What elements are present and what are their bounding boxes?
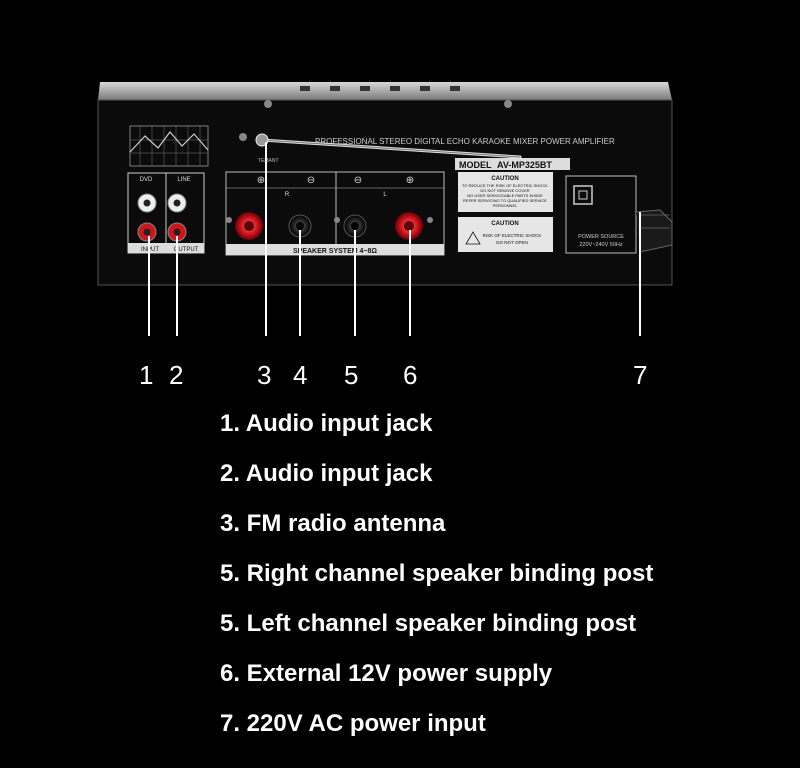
svg-text:REFER SERVICING TO QUALIFIED S: REFER SERVICING TO QUALIFIED SERVICE: [463, 198, 547, 203]
caution-title-2: CAUTION: [491, 221, 518, 227]
svg-text:⊕: ⊕: [257, 175, 265, 186]
callout-2: 2: [169, 360, 184, 390]
callout-6: 6: [403, 360, 418, 390]
output-label: OUTPUT: [174, 247, 199, 253]
caution-title-1: CAUTION: [491, 176, 518, 182]
callout-3: 3: [257, 360, 272, 390]
caution-label-1: CAUTION TO REDUCE THE RISK OF ELECTRIC S…: [458, 172, 553, 212]
vent-slot: [360, 86, 370, 91]
panel-header-text: PROFESSIONAL STEREO DIGITAL ECHO KARAOKE…: [315, 137, 615, 146]
binding-post-left-positive[interactable]: [395, 212, 433, 240]
binding-post-left-negative[interactable]: [334, 214, 367, 238]
svg-text:RISK OF ELECTRIC SHOCK: RISK OF ELECTRIC SHOCK: [483, 233, 542, 238]
callout-1: 1: [139, 360, 154, 390]
power-socket-icon[interactable]: [573, 185, 593, 205]
power-source-label: POWER SOURCE: [578, 234, 624, 240]
vent-slot: [420, 86, 430, 91]
callout-7: 7: [633, 360, 648, 390]
left-channel-label: L: [383, 192, 387, 198]
legend-item: 2. Audio input jack: [220, 460, 433, 487]
svg-text:⊖: ⊖: [307, 175, 315, 186]
speaker-system-label: SPEAKER SYSTEM 4~8Ω: [293, 248, 377, 255]
svg-text:⊖: ⊖: [354, 175, 362, 186]
right-channel-label: R: [285, 192, 290, 198]
legend-item: 7. 220V AC power input: [220, 710, 486, 737]
amplifier-rear-panel: DVD LINE INPUT OUTPUT PROFESSIONAL STERE…: [97, 82, 673, 336]
legend-item: 5. Right channel speaker binding post: [220, 560, 654, 587]
rca-jack-line-white[interactable]: [167, 193, 187, 213]
rca-jack-dvd-white[interactable]: [137, 193, 157, 213]
line-label: LINE: [177, 177, 190, 183]
power-source-value: 220V~240V 50Hz: [579, 242, 623, 248]
model-number: AV-MP325BT: [497, 160, 552, 170]
callout-5: 5: [344, 360, 359, 390]
caution-label-2: CAUTION RISK OF ELECTRIC SHOCK DO NOT OP…: [458, 217, 553, 252]
vent-slot: [450, 86, 460, 91]
legend-item: 5. Left channel speaker binding post: [220, 610, 637, 637]
dvd-label: DVD: [140, 177, 153, 183]
legend: 1. Audio input jack 2. Audio input jack …: [220, 404, 790, 754]
screw-icon: [264, 100, 272, 108]
legend-item: 3. FM radio antenna: [220, 510, 446, 537]
model-box: [455, 158, 570, 170]
svg-text:DO NOT OPEN: DO NOT OPEN: [496, 240, 527, 245]
svg-text:NO USER SERVICEABLE PARTS INSI: NO USER SERVICEABLE PARTS INSIDE: [467, 193, 543, 198]
input-label: INPUT: [141, 247, 159, 253]
legend-item: 1. Audio input jack: [220, 410, 433, 437]
svg-text:⊕: ⊕: [406, 175, 414, 186]
chassis-top: [98, 82, 672, 100]
svg-text:DO NOT REMOVE COVER: DO NOT REMOVE COVER: [480, 188, 529, 193]
vent-slot: [390, 86, 400, 91]
leader-lines: [148, 142, 641, 336]
svg-text:PERSONNEL: PERSONNEL: [493, 203, 518, 208]
callout-4: 4: [293, 360, 308, 390]
rca-jack-dvd-red[interactable]: [137, 222, 157, 242]
eq-graph: [129, 125, 209, 167]
power-input-box: POWER SOURCE 220V~240V 50Hz: [565, 175, 637, 254]
brand-text: TEMANT: [258, 158, 279, 164]
vent-slot: [300, 86, 310, 91]
screw-icon: [504, 100, 512, 108]
vent-slot: [330, 86, 340, 91]
screw-icon: [239, 133, 247, 141]
model-label: MODEL: [459, 160, 492, 170]
legend-item: 6. External 12V power supply: [220, 660, 553, 687]
power-cable[interactable]: [635, 209, 673, 253]
svg-text:TO REDUCE THE RISK OF ELECTRIC: TO REDUCE THE RISK OF ELECTRIC SHOCK: [462, 183, 548, 188]
binding-post-right-positive[interactable]: [226, 212, 263, 240]
warning-triangle-icon: [465, 231, 481, 245]
